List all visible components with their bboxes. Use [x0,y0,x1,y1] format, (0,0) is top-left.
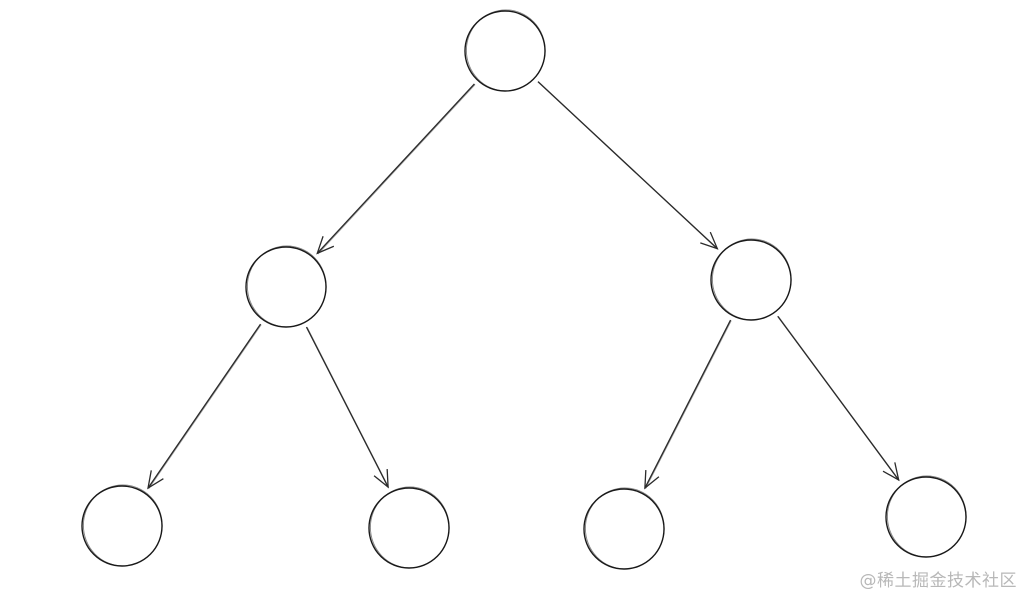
edge-line-sketch [538,81,719,250]
edge-line-sketch [777,316,900,481]
edge-line [316,83,475,254]
node-circle-sketch [82,484,163,567]
tree-node-left [245,245,327,328]
tree-node-left-right [368,486,450,569]
edge-right-to-right-right [777,315,900,482]
edge-line [147,323,262,489]
edge-line [644,319,732,489]
tree-node-right-right [885,475,967,558]
edge-line [305,326,389,488]
edge-left-to-left-left [147,323,262,490]
edge-right-to-right-left [644,319,732,490]
edge-line-sketch [317,83,476,255]
node-circle-sketch [369,486,450,569]
arrowhead-icon [882,462,900,482]
edge-left-to-left-right [305,326,390,489]
arrowhead-icon [373,469,389,489]
node-circle-sketch [465,9,546,92]
tree-node-right [710,238,792,321]
nodes-layer [81,9,967,570]
edge-line-sketch [147,324,262,490]
node-circle-sketch [711,238,792,321]
edge-line-sketch [644,320,732,489]
node-circle-sketch [584,487,665,570]
node-circle-sketch [886,475,967,558]
tree-node-right-left [583,487,665,570]
edge-root-to-right [537,81,719,250]
tree-node-root [464,9,546,92]
arrowhead-icon [700,231,719,250]
edge-line-sketch [306,327,390,488]
node-circle-sketch [246,245,327,328]
edge-line [777,315,900,481]
edges-layer [147,81,900,490]
edge-line [537,81,718,250]
arrowhead-icon [147,470,164,490]
tree-node-left-left [81,484,163,567]
edge-root-to-left [316,83,476,255]
arrowhead-icon [316,236,335,255]
arrowhead-icon [644,470,660,490]
watermark-text: @稀土掘金技术社区 [859,571,1017,591]
